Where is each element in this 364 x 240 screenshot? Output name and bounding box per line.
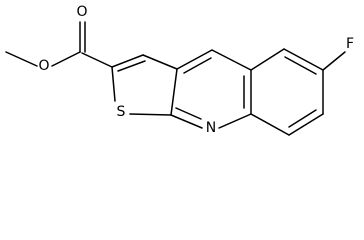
bond-c7a-n	[170, 114, 203, 129]
bond-c4a-c5	[250, 48, 285, 71]
bond-c3a-c4-inner	[183, 57, 212, 74]
bond-c7-f	[322, 51, 346, 71]
bond-c3a-c4	[176, 49, 213, 70]
bond-c4-c4a	[211, 49, 252, 71]
atom-layer: O O S N F	[38, 4, 354, 136]
bond-c8-c8a	[250, 113, 290, 136]
bond-c2-s	[111, 66, 116, 102]
atom-f-sub: F	[346, 36, 354, 52]
atom-o-carbonyl: O	[76, 4, 87, 20]
bond-c3a-c7a	[170, 68, 178, 116]
bond-c7a-n-inner	[175, 107, 202, 120]
structure-diagram: O O S N F	[5, 4, 355, 136]
bond-carbonyl-c2	[81, 52, 113, 68]
bond-o-carbonyl-c	[51, 51, 81, 67]
bond-c2-c3-inner	[117, 60, 146, 72]
atom-n-ring: N	[206, 120, 216, 136]
bond-c5-c6-inner	[284, 56, 317, 75]
bond-c2-c3	[111, 54, 144, 68]
bond-c3-c3a	[142, 54, 178, 70]
bond-c7-c8	[288, 113, 324, 136]
bond-c5-c6	[283, 48, 324, 71]
bond-n-c8a	[218, 113, 252, 129]
bond-methyl-o	[5, 51, 38, 67]
bond-c7-c8-inner	[288, 109, 317, 128]
bond-layer	[5, 21, 346, 136]
atom-s-ring: S	[117, 104, 126, 120]
atom-o-ester: O	[38, 58, 49, 74]
molecule-svg: O O S N F	[5, 4, 354, 136]
bond-s-c7a	[129, 113, 172, 116]
